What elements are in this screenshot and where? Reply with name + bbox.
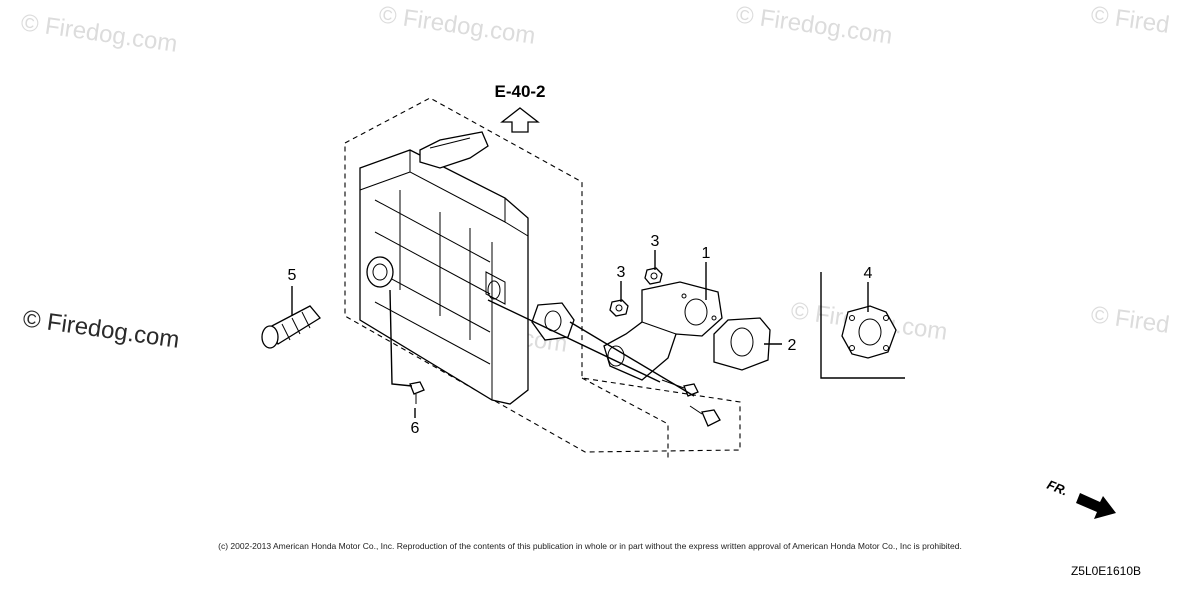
copyright-notice: (c) 2002-2013 American Honda Motor Co., …	[218, 541, 962, 551]
muffler-gasket-part	[531, 302, 575, 341]
muffler-assembly	[359, 131, 529, 405]
nut-part-upper	[644, 267, 663, 285]
leader-lines	[291, 250, 869, 418]
up-arrow-outline-icon	[500, 107, 540, 133]
diagram-code: Z5L0E1610B	[1071, 564, 1141, 578]
front-direction-label: FR.	[1045, 477, 1070, 499]
callout-3-lower: 3	[617, 264, 626, 281]
watermark-group: © Firedog.com © Firedog.com © Firedog.co…	[19, 1, 1171, 358]
assembly-dashed-outline	[344, 97, 741, 453]
watermark-left: © Firedog.com	[21, 305, 181, 354]
reference-label: E-40-2	[494, 82, 545, 101]
exhaust-pipe-part	[603, 281, 723, 381]
flange-plate-part	[820, 272, 905, 379]
screw-part	[409, 381, 425, 404]
callout-2: 2	[788, 337, 797, 354]
exhaust-outlet-port	[366, 256, 394, 288]
callout-5: 5	[288, 267, 297, 284]
front-direction-arrow-icon	[1076, 493, 1116, 519]
flange-bolt-lower	[689, 405, 721, 427]
watermark-top-left: © Firedog.com	[19, 9, 179, 58]
nut-part-lower	[609, 299, 629, 317]
callout-1: 1	[702, 245, 711, 262]
callout-6: 6	[411, 420, 420, 437]
callout-4: 4	[864, 265, 873, 282]
watermark-top-right: © Firedog.com	[734, 1, 894, 50]
watermark-top-edge: © Fired	[1089, 1, 1171, 39]
watermark-right-edge: © Fired	[1089, 301, 1171, 339]
spark-arrester-part	[261, 305, 321, 349]
gasket-dashed-line	[581, 377, 669, 460]
callout-3-upper: 3	[651, 233, 660, 250]
exhaust-port-gasket	[713, 317, 771, 371]
watermark-top-center: © Firedog.com	[377, 1, 537, 50]
